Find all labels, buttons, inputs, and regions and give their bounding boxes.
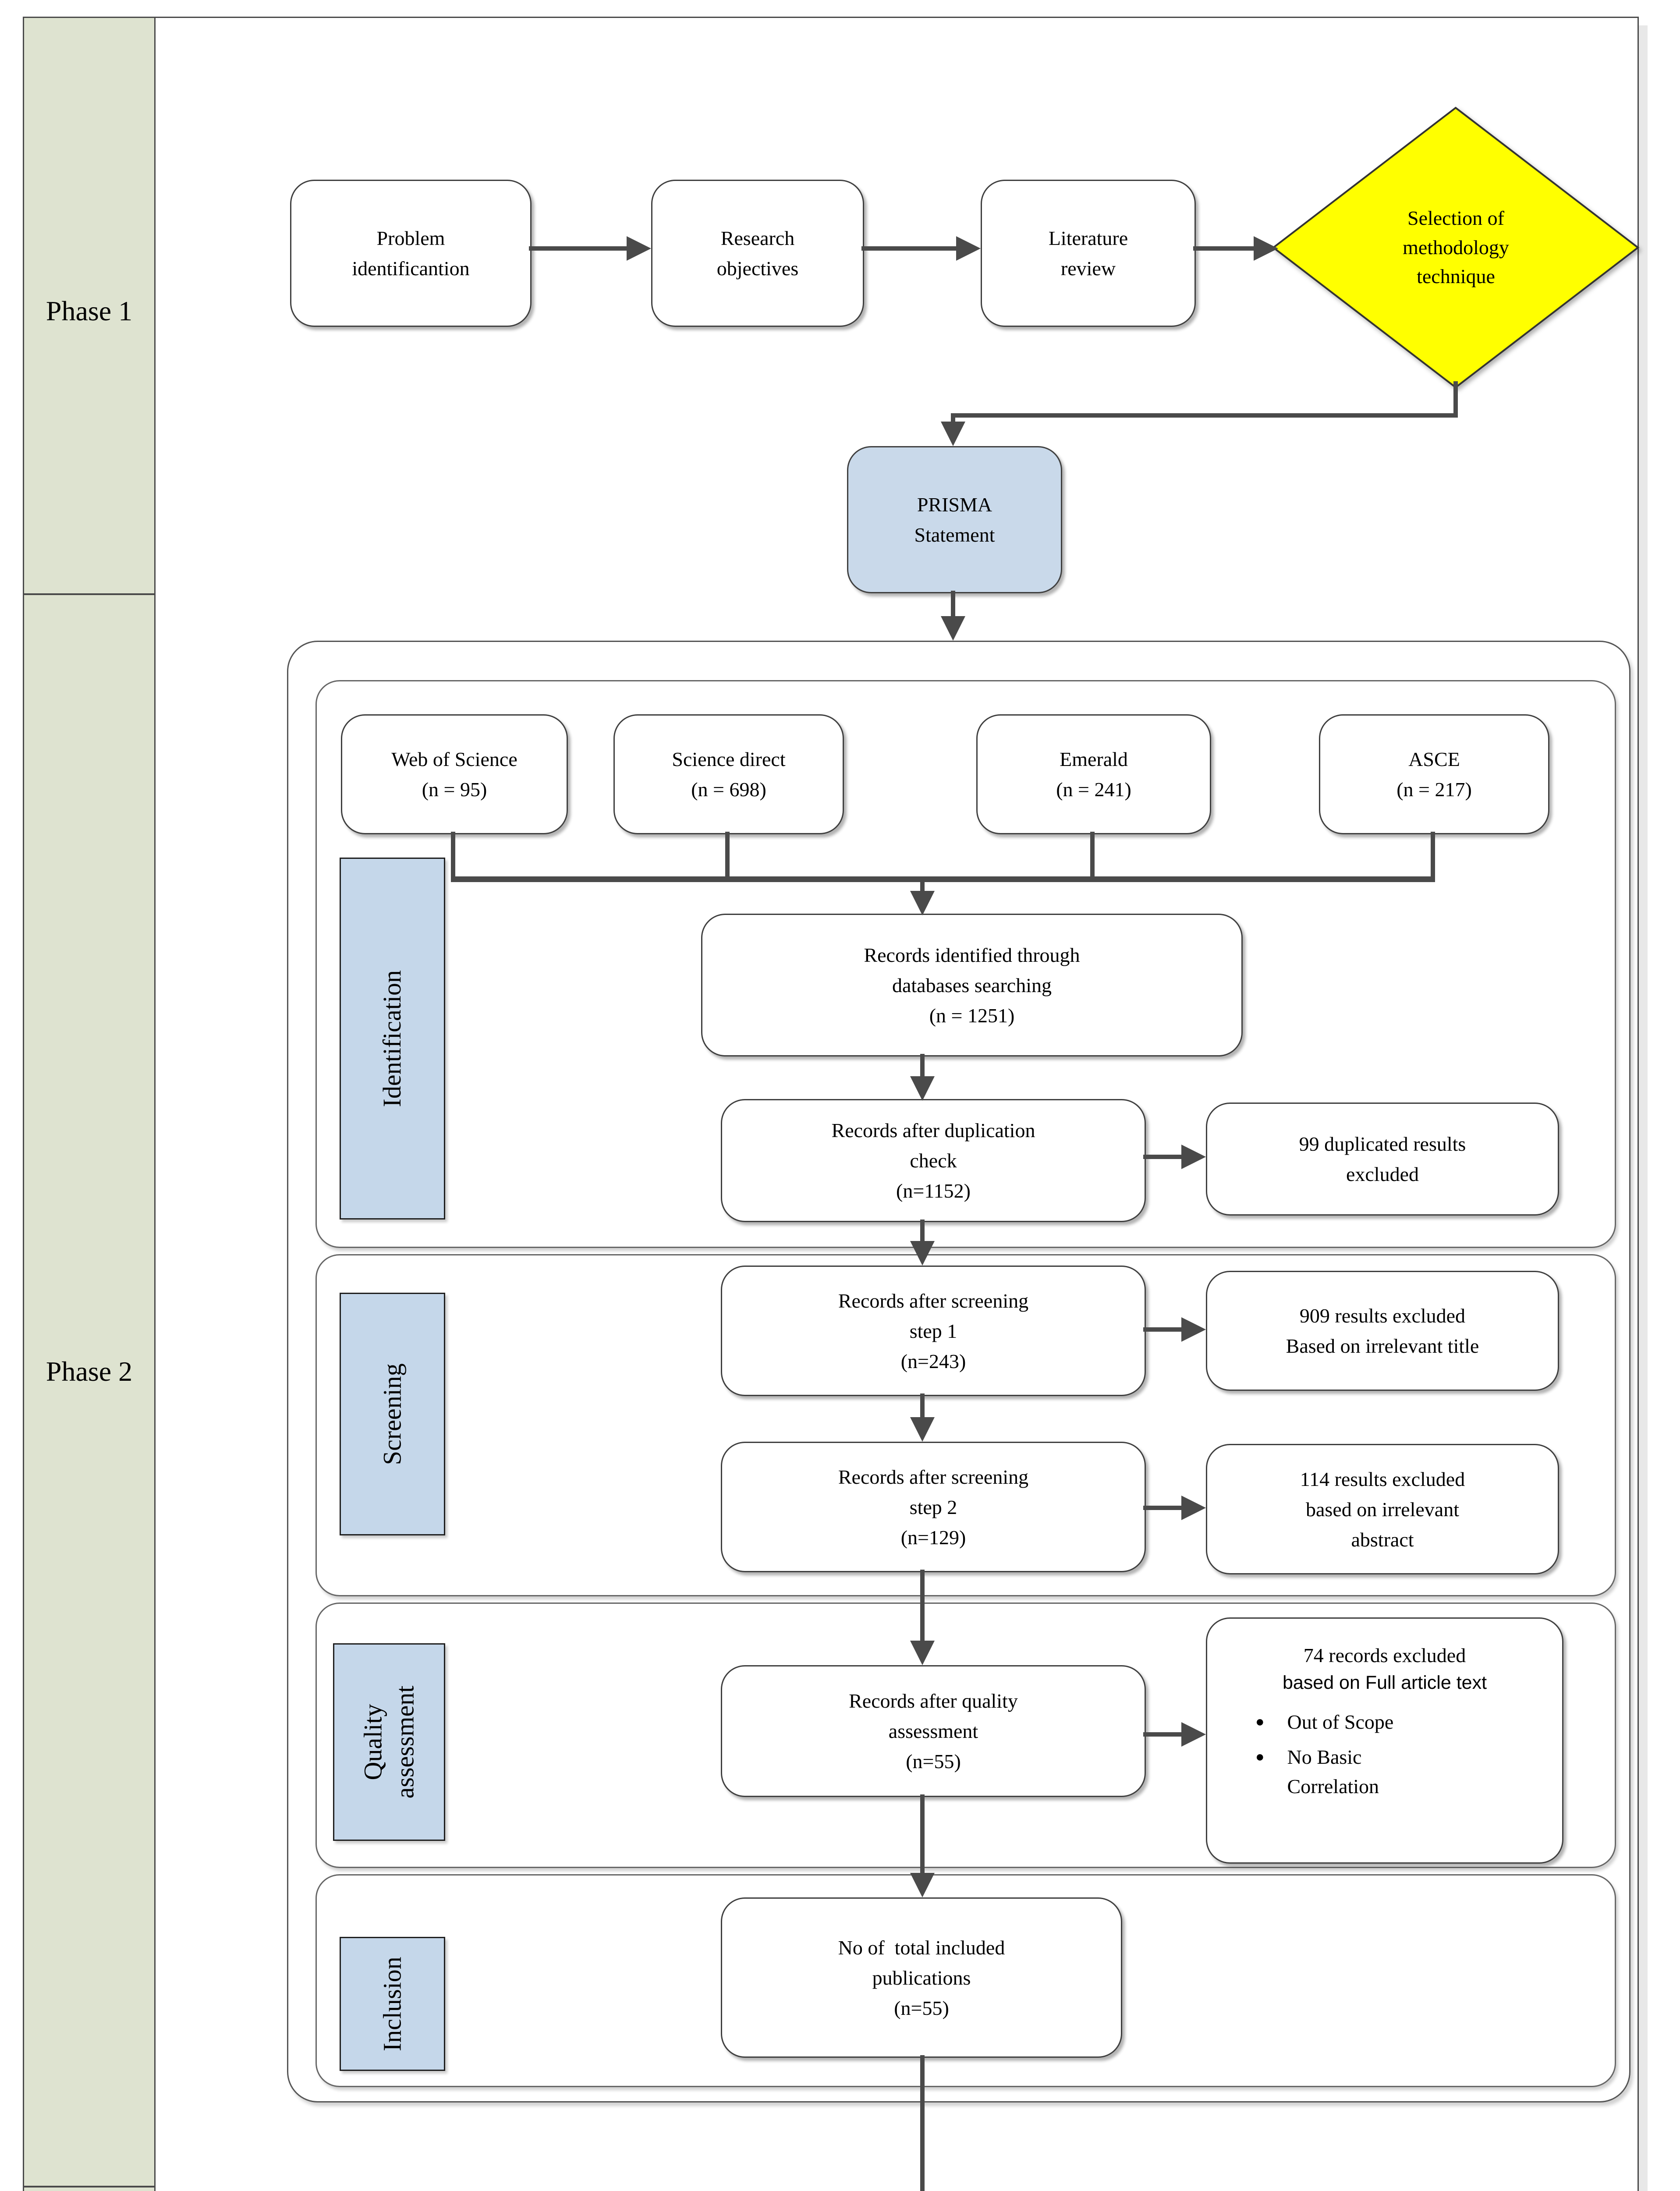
diamond-label: Selection of methodology technique: [1403, 206, 1509, 288]
arrow-records-to-duplication: [920, 1054, 925, 1078]
phase-2-label: Phase 2: [46, 1356, 133, 1387]
arrow-prisma-to-container: [951, 591, 955, 618]
arrow-quality-to-excluded: [1143, 1732, 1183, 1737]
arrowhead-down-icon: [910, 1641, 935, 1665]
node-duplicates-excluded: 99 duplicated results excluded: [1206, 1103, 1559, 1216]
identification-stage-label: Identification: [340, 858, 445, 1220]
node-problem-identification: Problem identificantion: [290, 180, 532, 327]
connector-sciencedirect-stub: [725, 832, 730, 879]
arrowhead-down-icon: [910, 1417, 935, 1442]
phase-divider-2-3: [24, 2186, 156, 2187]
quality-stage-label-text: Quality assessment: [358, 1685, 419, 1799]
quality-excluded-title: 74 records excluded: [1303, 1644, 1466, 1666]
connector-into-prisma: [951, 413, 955, 425]
node-methodology-diamond: Selection of methodology technique: [1271, 105, 1641, 390]
node-science-direct: Science direct (n = 698): [613, 714, 844, 834]
arrowhead-right-icon: [1181, 1722, 1206, 1747]
arrowhead-down-icon: [910, 1076, 935, 1101]
node-after-duplication: Records after duplication check (n=1152): [721, 1099, 1146, 1222]
arrow-step1-to-excluded: [1143, 1327, 1183, 1332]
inclusion-stage-label-text: Inclusion: [378, 1957, 407, 2051]
node-research-objectives: Research objectives: [651, 180, 864, 327]
quality-stage-label: Quality assessment: [333, 1643, 445, 1841]
bullet-icon: ●: [1255, 1749, 1265, 1766]
arrowhead-down-icon: [910, 1241, 935, 1266]
connector-database-bus: [451, 876, 1435, 882]
arrow-step1-to-step2: [920, 1393, 925, 1419]
quality-excluded-subtitle: based on Full article text: [1282, 1672, 1487, 1694]
connector-asce-stub: [1431, 832, 1435, 879]
arrowhead-right-icon: [956, 236, 981, 261]
list-item: ●No Basic Correlation: [1255, 1743, 1562, 1801]
bullet-icon: ●: [1255, 1713, 1265, 1730]
connector-diamond-down: [1453, 381, 1458, 416]
arrowhead-down-icon: [910, 891, 935, 915]
identification-stage-label-text: Identification: [378, 970, 407, 1107]
connector-wos-stub: [451, 832, 455, 879]
screening-stage-label-text: Screening: [378, 1363, 407, 1465]
arrowhead-down-icon: [941, 422, 965, 446]
arrowhead-down-icon: [941, 616, 965, 641]
arrowhead-right-icon: [627, 236, 651, 261]
node-screening-step2: Records after screening step 2 (n=129): [721, 1442, 1146, 1572]
arrow-literature-to-diamond: [1193, 246, 1255, 251]
arrow-problem-to-objectives: [529, 246, 628, 251]
arrowhead-right-icon: [1254, 236, 1278, 261]
phase-column: [24, 18, 156, 2191]
arrowhead-right-icon: [1181, 1317, 1206, 1342]
node-quality-assessment: Records after quality assessment (n=55): [721, 1665, 1146, 1797]
connector-inclusion-down: [920, 2055, 925, 2191]
arrowhead-right-icon: [1181, 1496, 1206, 1520]
node-total-included: No of total included publications (n=55): [721, 1897, 1122, 2058]
connector-emerald-stub: [1090, 832, 1095, 879]
phase-1-label: Phase 1: [46, 295, 133, 326]
list-item: ●Out of Scope: [1255, 1708, 1562, 1737]
arrowhead-down-icon: [910, 1873, 935, 1897]
connector-diamond-left: [951, 413, 1458, 418]
arrow-quality-to-inclusion: [920, 1794, 925, 1875]
arrow-step2-to-excluded: [1143, 1506, 1183, 1510]
node-quality-excluded: 74 records excluded based on Full articl…: [1206, 1617, 1563, 1864]
arrow-objectives-to-literature: [861, 246, 958, 251]
arrowhead-right-icon: [1181, 1145, 1206, 1169]
node-asce: ASCE (n = 217): [1319, 714, 1549, 834]
phase-divider-1-2: [24, 593, 156, 595]
inclusion-stage-label: Inclusion: [340, 1937, 445, 2071]
node-step1-excluded: 909 results excluded Based on irrelevant…: [1206, 1271, 1559, 1391]
node-web-of-science: Web of Science (n = 95): [341, 714, 568, 834]
node-step2-excluded: 114 results excluded based on irrelevant…: [1206, 1444, 1559, 1574]
node-literature-review: Literature review: [981, 180, 1196, 327]
arrow-bus-to-records: [920, 881, 925, 894]
arrow-duplication-to-step1: [920, 1220, 925, 1243]
node-records-identified: Records identified through databases sea…: [701, 914, 1243, 1057]
arrow-duplication-to-excluded: [1143, 1155, 1183, 1159]
quality-excluded-list: ●Out of Scope ●No Basic Correlation: [1207, 1708, 1562, 1801]
node-screening-step1: Records after screening step 1 (n=243): [721, 1266, 1146, 1396]
arrow-step2-to-quality: [920, 1570, 925, 1642]
node-prisma-statement: PRISMA Statement: [847, 446, 1062, 593]
node-emerald: Emerald (n = 241): [976, 714, 1211, 834]
screening-stage-label: Screening: [340, 1293, 445, 1535]
